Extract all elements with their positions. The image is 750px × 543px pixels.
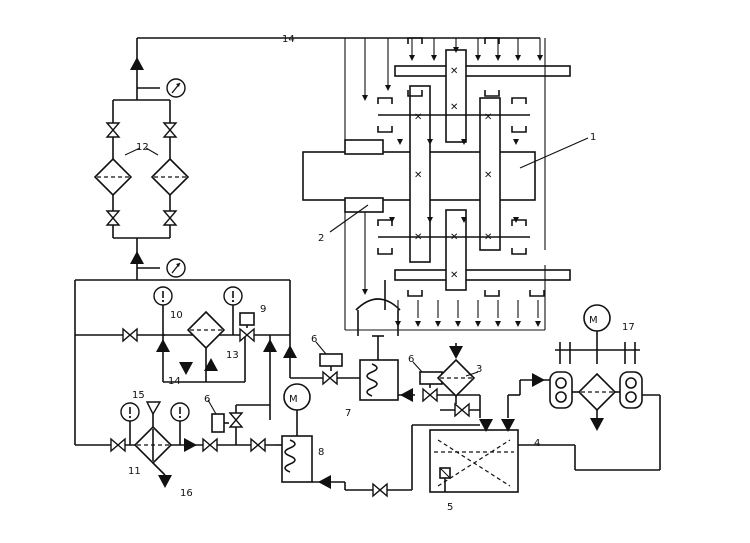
valve-icon [202,438,218,452]
svg-text:M: M [289,394,298,405]
relief-valve-9 [239,312,255,342]
label-14-mid: 14 [168,376,181,387]
filter-icon [187,311,225,349]
valve-icon [163,122,177,138]
label-13: 13 [226,350,239,361]
label-5: 5 [447,502,453,513]
pressure-gauge-icon [166,258,186,278]
component-labels: 14 12 1 2 10 9 13 14 6 6 6 3 7 8 4 5 15 … [128,34,635,513]
pressure-gauge-icon [166,78,186,98]
label-1: 1 [590,132,596,143]
svg-text:✕: ✕ [450,102,458,113]
valve-icon [110,438,126,452]
valve-icon [122,328,138,342]
label-14-top: 14 [282,34,295,45]
svg-text:✕: ✕ [450,270,458,281]
svg-text:✕: ✕ [414,112,422,123]
svg-text:✕: ✕ [450,66,458,77]
svg-text:✕: ✕ [414,170,422,181]
pressure-gauge-icon [153,286,173,306]
gearbox: ✕ ✕ ✕ ✕ ✕ ✕ ✕ ✕ ✕ ✕ [302,37,589,331]
filter-icon [151,158,189,196]
supply-line [74,279,291,445]
label-10: 10 [170,310,183,321]
label-12: 12 [136,142,149,153]
pump-icon [549,371,573,409]
valve-icon [106,122,120,138]
label-8: 8 [318,447,324,458]
svg-text:✕: ✕ [484,170,492,181]
valve-icon [422,388,438,402]
oil-tank-4 [411,373,661,493]
label-6-b: 6 [408,354,414,365]
label-11: 11 [128,466,141,477]
svg-text:M: M [589,315,598,326]
valve-icon [229,412,243,428]
label-2: 2 [318,233,324,244]
label-7: 7 [345,408,351,419]
valve-icon [322,371,338,385]
heat-exchanger-icon [281,435,313,483]
label-17: 17 [622,322,635,333]
pressure-gauge-icon [120,402,140,422]
label-15: 15 [132,390,145,401]
label-6-a: 6 [311,334,317,345]
label-16: 16 [180,488,193,499]
filter-11-group: M [75,383,412,497]
valve-icon [250,438,266,452]
pressure-gauge-icon [170,402,190,422]
dual-filter-assembly [94,37,540,280]
filter-3-group [412,343,480,417]
valve-icon [372,483,388,497]
heat-exchanger-icon [359,359,399,401]
filter-10-group [153,286,297,420]
filter-icon [437,359,475,397]
valve-icon [454,403,470,417]
pressure-gauge-icon [223,286,243,306]
valve-icon [163,210,177,226]
svg-text:✕: ✕ [484,112,492,123]
label-9: 9 [260,304,266,315]
label-6-c: 6 [204,394,210,405]
label-4: 4 [534,438,540,449]
heat-exchanger-7-group [290,298,415,402]
filter-icon [94,158,132,196]
filter-icon [578,373,616,411]
valve-icon [106,210,120,226]
pump-17-group: M [549,304,660,431]
pump-icon [619,371,643,409]
label-3: 3 [476,364,482,375]
